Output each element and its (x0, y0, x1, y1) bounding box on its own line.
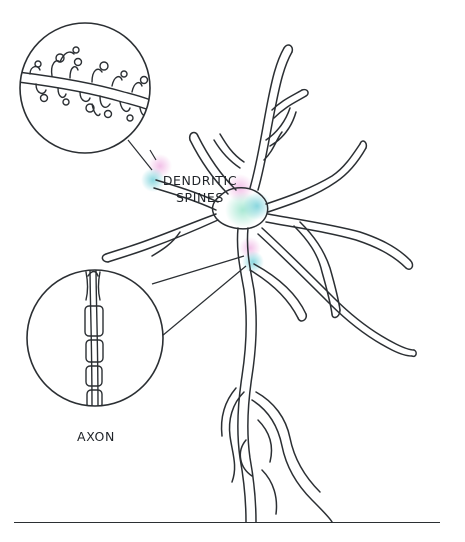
dendritic-spines-label: DENDRITIC SPINES (150, 172, 250, 206)
axon-highlight-teal (242, 251, 264, 273)
neuron-body (101, 44, 417, 523)
spine-highlight-teal (141, 168, 165, 192)
inset-connectors (127, 139, 247, 337)
dendritic-spines-label-line2: SPINES (176, 190, 224, 205)
highlight-glows (141, 154, 271, 273)
ground-line (14, 522, 440, 523)
dendritic-spines-label-line1: DENDRITIC (162, 173, 238, 188)
axon-label: AXON (77, 429, 115, 444)
dendritic-spines-inset (19, 22, 151, 154)
axon-inset (26, 269, 164, 407)
